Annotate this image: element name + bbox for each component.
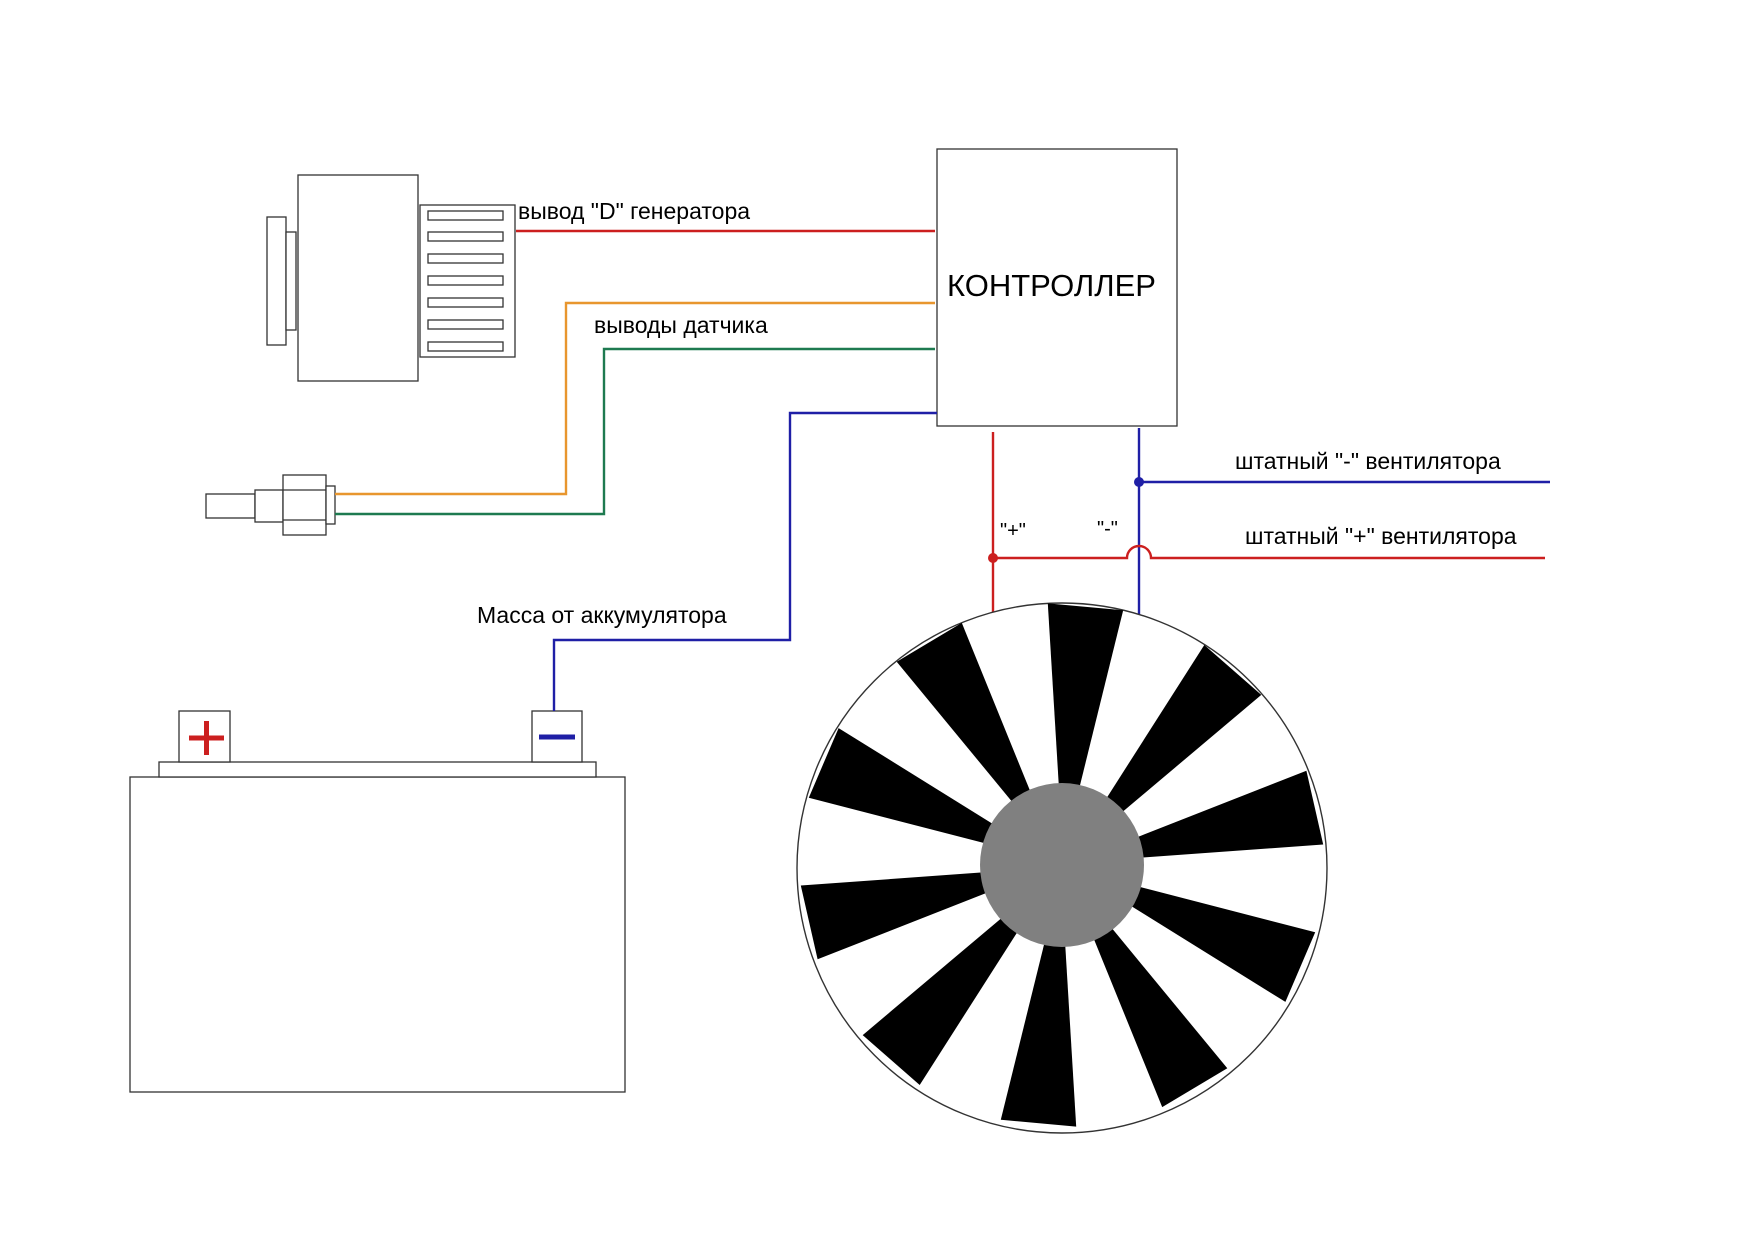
controller: КОНТРОЛЛЕР [936, 148, 1178, 427]
wires [335, 229, 1550, 711]
controller-box [936, 148, 1178, 427]
generator [266, 174, 516, 382]
fan [796, 602, 1328, 1134]
fan-blade [896, 622, 1032, 804]
wire-stock-fan-plus [993, 544, 1545, 560]
generator-vent-slots [427, 210, 504, 352]
generator-d-label: вывод "D" генератора [518, 198, 750, 224]
fan-plus-label: штатный "+" вентилятора [1245, 523, 1517, 549]
wire-battery-ground [552, 411, 937, 711]
minus-mark-label: "-" [1097, 518, 1118, 540]
battery-body [129, 776, 626, 1093]
sensor-leads-label: выводы датчика [594, 312, 768, 338]
junction-plus-dot [988, 553, 998, 563]
temperature-sensor [205, 474, 336, 536]
fan-minus-label: штатный "-" вентилятора [1235, 448, 1501, 474]
fan-blade [808, 728, 995, 844]
fan-blade [1047, 603, 1124, 789]
fan-blade [1000, 941, 1077, 1127]
sensor-hex-nut [282, 474, 327, 536]
plus-icon [189, 721, 224, 755]
fan-blade [1135, 770, 1324, 858]
wire-sensor-green [335, 347, 935, 516]
battery-ground-label: Масса от аккумулятора [477, 602, 727, 628]
sensor-thread [254, 489, 284, 523]
controller-label: КОНТРОЛЛЕР [947, 268, 1156, 303]
fan-blade [1129, 886, 1316, 1002]
fan-blade [1092, 926, 1228, 1108]
wire-sensor-orange [335, 301, 935, 496]
sensor-connector [325, 485, 336, 525]
sensor-probe [205, 493, 256, 519]
generator-body [297, 174, 419, 382]
fan-blades [800, 603, 1324, 1127]
plus-mark-label: "+" [1000, 520, 1026, 542]
fan-blade [862, 916, 1019, 1085]
battery-lid [158, 761, 597, 778]
junction-minus-dot [1134, 477, 1144, 487]
generator-pulley [266, 216, 287, 346]
battery [129, 710, 626, 1093]
generator-pulley-hub [285, 231, 297, 331]
fan-blade [800, 872, 989, 960]
fan-hub [980, 783, 1144, 947]
fan-blade [1105, 645, 1262, 814]
